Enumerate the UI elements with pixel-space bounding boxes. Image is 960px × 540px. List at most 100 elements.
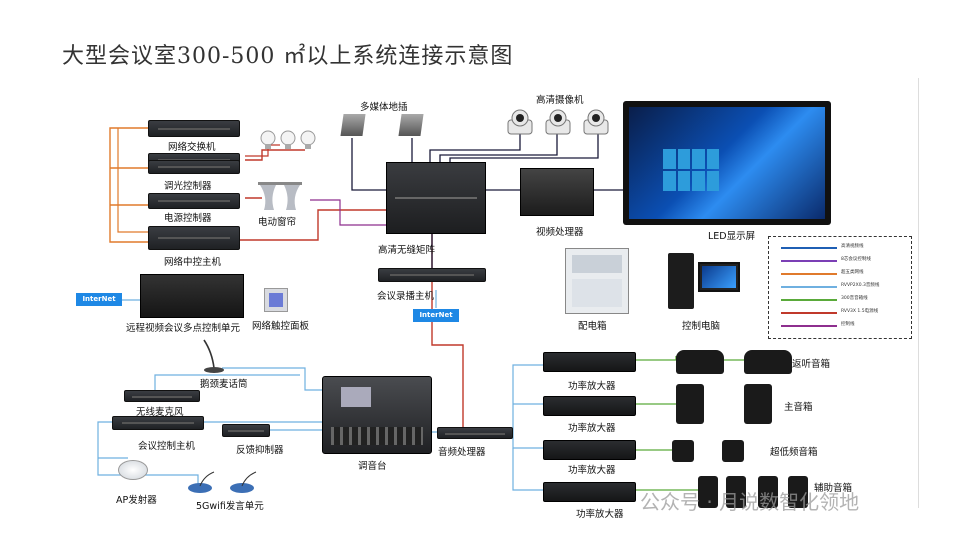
legend-item: RVV3X 1.5电源线: [781, 308, 907, 318]
feedback-suppressor-device: [222, 424, 270, 437]
pc-monitor-icon: [698, 262, 740, 292]
network-switch-label: 网络交换机: [168, 142, 216, 153]
multimedia-box-icon: [398, 114, 424, 136]
orange-network-wire: [109, 127, 148, 243]
legend-swatch: [781, 299, 837, 301]
curtain-label: 电动窗帘: [258, 217, 297, 228]
amplifier-device: [543, 440, 636, 460]
internet-box: InterNet: [413, 309, 459, 322]
subwoofer-label: 超低频音箱: [770, 447, 818, 458]
orange-network-wire: [117, 128, 148, 233]
blue-audio-wire: [512, 432, 543, 449]
mcu-label: 远程视频会议多点控制单元: [126, 323, 241, 334]
legend-item: 高清视频线: [781, 243, 907, 253]
recorder-label: 会议录播主机: [377, 291, 435, 302]
legend-box: 高清视频线 8芯会议控制线 超五类网线 RVVP2X0.3音频线 300音音箱线…: [768, 236, 912, 339]
curtain-icon: [258, 182, 302, 210]
multimedia-box-label: 多媒体地插: [360, 102, 408, 113]
touch-panel-icon: [264, 288, 288, 312]
amplifier-label: 功率放大器: [576, 509, 624, 520]
multimedia-box-icon: [340, 114, 366, 136]
power-controller-label: 电源控制器: [164, 213, 212, 224]
pc-tower-icon: [668, 253, 694, 309]
divider: [918, 78, 919, 508]
feedback-suppressor-label: 反馈抑制器: [236, 445, 284, 456]
video-processor-label: 视频处理器: [536, 227, 584, 238]
light-bulb-icon: [260, 130, 316, 149]
control-pc-label: 控制电脑: [682, 321, 721, 332]
blue-audio-wire: [97, 421, 199, 485]
ap-icon: [118, 460, 148, 480]
ap-label: AP发射器: [116, 495, 157, 506]
recorder-device: [378, 268, 486, 282]
main-speaker-label: 主音箱: [784, 402, 813, 413]
legend-swatch: [781, 260, 837, 262]
green-speaker-wire: [636, 356, 677, 361]
aux-speaker-label: 辅助音箱: [814, 483, 853, 494]
speaker-icon: [726, 476, 746, 508]
purple-control-wire: [310, 199, 386, 226]
dimmer-label: 调光控制器: [164, 181, 212, 192]
speaker-icon: [676, 350, 724, 374]
red-power-wire: [245, 144, 280, 157]
central-control-label: 网络中控主机: [164, 257, 222, 268]
legend-item: RVVP2X0.3音频线: [781, 282, 907, 292]
amplifier-label: 功率放大器: [568, 423, 616, 434]
legend-item: 8芯会议控制线: [781, 256, 907, 266]
gooseneck-mic-icon: [203, 339, 224, 373]
central-control-device: [148, 226, 240, 250]
led-screen-display: [623, 101, 831, 225]
audio-processor-label: 音频处理器: [438, 447, 486, 458]
speaker-icon: [698, 476, 718, 508]
monitor-speaker-label: 返听音箱: [792, 359, 831, 370]
wireless-mic-label: 无线麦克风: [136, 407, 184, 418]
speaker-icon: [758, 476, 778, 508]
video-wire: [429, 134, 521, 162]
legend-item: 控制线: [781, 321, 907, 331]
matrix-label: 高清无缝矩阵: [378, 245, 436, 256]
dimmer-device: [148, 160, 240, 174]
speaker-icon: [676, 384, 704, 424]
blue-audio-wire: [512, 364, 543, 432]
watermark-text: 公众号 · 月说数智化领地: [640, 490, 860, 514]
led-screen-label: LED显示屏: [708, 231, 756, 242]
distribution-box-label: 配电箱: [578, 321, 607, 332]
wifi-unit-label: 5Gwifi发言单元: [196, 501, 264, 512]
audio-processor-device: [437, 427, 513, 439]
amplifier-device: [543, 352, 636, 372]
legend-item: 超五类网线: [781, 269, 907, 279]
page-title: 大型会议室300-500 ㎡以上系统连接示意图: [62, 44, 514, 69]
mixer-device: [322, 376, 432, 454]
video-wire: [449, 134, 599, 162]
speaker-icon: [788, 476, 808, 508]
red-power-wire: [431, 232, 464, 428]
speaker-icon: [722, 440, 744, 462]
amplifier-device: [543, 396, 636, 416]
video-wire: [439, 134, 558, 162]
video-processor-device: [520, 168, 594, 216]
legend-swatch: [781, 312, 837, 314]
amplifier-device: [543, 482, 636, 502]
camera-label: 高清摄像机: [536, 95, 584, 106]
camera-icon: [507, 109, 609, 135]
gooseneck-mic-label: 鹅颈麦话筒: [200, 379, 248, 390]
mcu-device: [140, 274, 244, 318]
legend-swatch: [781, 247, 837, 249]
power-controller-device: [148, 193, 240, 209]
blue-audio-wire: [154, 374, 300, 394]
amplifier-label: 功率放大器: [568, 465, 616, 476]
distribution-box-icon: [565, 248, 629, 314]
video-wire: [351, 138, 386, 191]
legend-swatch: [781, 273, 837, 275]
speaker-icon: [744, 350, 792, 374]
network-switch-device: [148, 120, 240, 137]
speaker-icon: [672, 440, 694, 462]
blue-audio-wire: [222, 367, 322, 391]
conference-host-label: 会议控制主机: [138, 441, 196, 452]
legend-swatch: [781, 325, 837, 327]
speaker-icon: [744, 384, 772, 424]
wifi-unit-icon: [188, 471, 257, 493]
amplifier-label: 功率放大器: [568, 381, 616, 392]
red-power-wire: [245, 149, 305, 161]
